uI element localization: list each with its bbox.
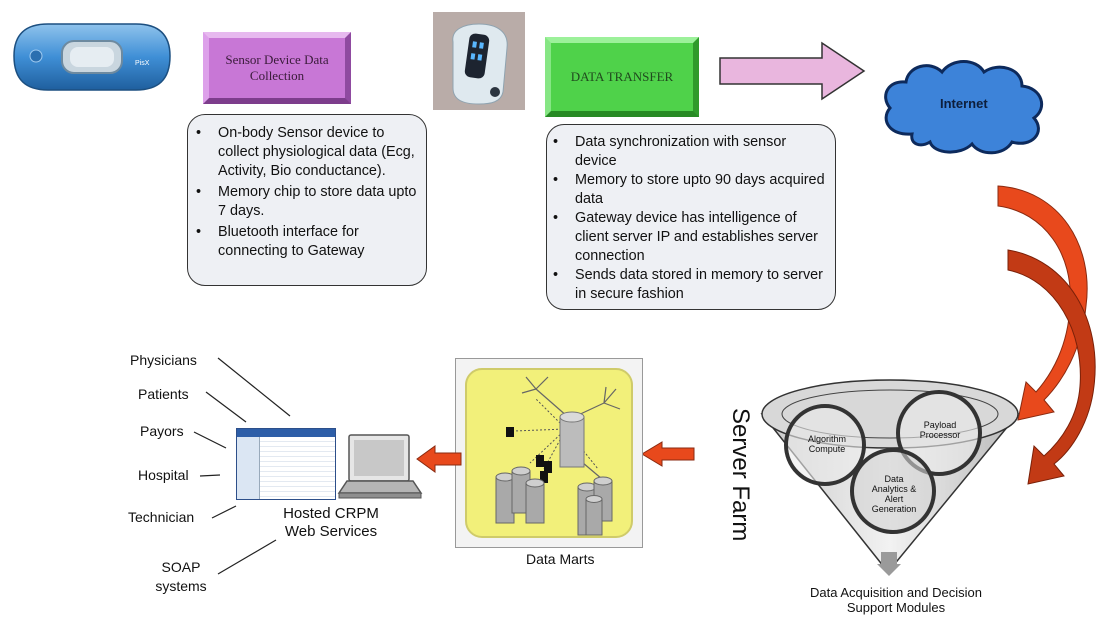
algorithm-label: Algorithm Compute — [807, 434, 846, 454]
user-label-payors: Payors — [140, 423, 184, 439]
device-brand-text: PisX — [135, 60, 150, 67]
sensor-bullet-2: Memory chip to store data upto 7 days. — [196, 183, 420, 221]
user-label-physicians: Physicians — [130, 352, 197, 368]
server-caption: Data Acquisition and Decision Support Mo… — [810, 585, 982, 615]
web-services-caption: Hosted CRPM Web Services — [266, 505, 396, 541]
web-services-text: Hosted CRPM Web Services — [283, 505, 379, 540]
gateway-device-image — [433, 12, 525, 110]
sensor-data-collection-box: Sensor Device Data Collection — [203, 32, 351, 104]
algorithm-circle — [784, 404, 866, 486]
transfer-bullet-1: Data synchronization with sensor device — [553, 133, 829, 171]
internet-label: Internet — [940, 96, 988, 111]
web-app-screenshot — [236, 428, 336, 500]
transfer-description-panel: Data synchronization with sensor device … — [546, 124, 836, 310]
pink-arrow-icon — [718, 40, 868, 102]
sensor-data-collection-label: Sensor Device Data Collection — [225, 51, 329, 83]
curved-arrows-icon — [990, 150, 1107, 490]
sensor-bullet-3: Bluetooth interface for connecting to Ga… — [196, 223, 420, 261]
transfer-bullet-2: Memory to store upto 90 days acquired da… — [553, 171, 829, 209]
laptop-icon — [335, 433, 425, 505]
arrow-to-web-services-icon — [415, 444, 463, 474]
analytics-circle — [850, 448, 936, 534]
data-transfer-box: DATA TRANSFER — [545, 37, 699, 117]
data-marts-caption: Data Marts — [526, 551, 595, 567]
arrow-to-data-marts-icon — [640, 441, 696, 467]
sensor-bullet-1: On-body Sensor device to collect physiol… — [196, 124, 420, 181]
sensor-device-image: PisX — [8, 14, 176, 100]
data-marts-panel — [455, 358, 643, 548]
user-label-soap: SOAP systems — [155, 559, 207, 594]
payload-label: Payload Processor — [919, 420, 961, 440]
sensor-description-panel: On-body Sensor device to collect physiol… — [187, 114, 427, 286]
user-label-patients: Patients — [138, 386, 189, 402]
analytics-label: Data Analytics & Alert Generation — [871, 474, 917, 514]
data-transfer-label: DATA TRANSFER — [570, 68, 674, 84]
internet-cloud-icon: Internet — [876, 50, 1052, 160]
user-label-technician: Technician — [128, 509, 195, 525]
transfer-bullet-3: Gateway device has intelligence of clien… — [553, 209, 829, 266]
transfer-bullet-4: Sends data stored in memory to server in… — [553, 266, 829, 304]
server-farm-title: Server Farm — [727, 408, 754, 542]
user-connector-lines — [190, 350, 310, 590]
user-label-hospital: Hospital — [138, 467, 189, 483]
